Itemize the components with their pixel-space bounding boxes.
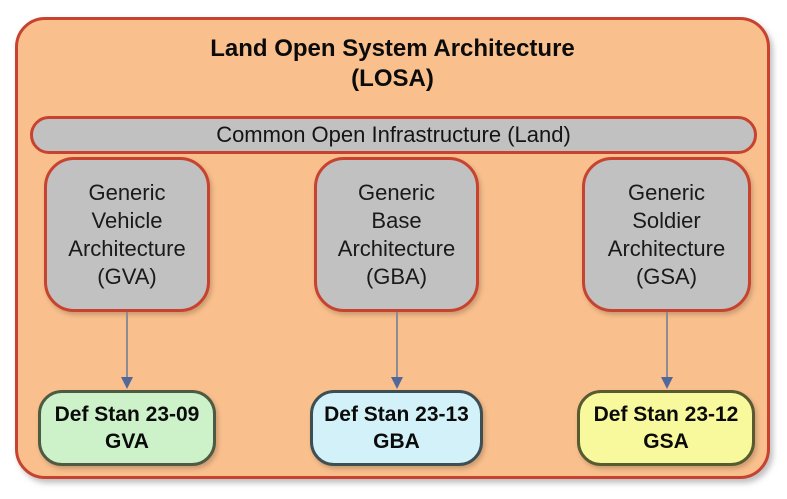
- gba-down-arrow-icon: [390, 312, 404, 389]
- gva-line-4: (GVA): [97, 263, 157, 289]
- def-stan-gba-line2: GBA: [373, 430, 420, 453]
- gva-line-2: Vehicle: [91, 207, 163, 233]
- gva-line-3: Architecture: [68, 235, 186, 261]
- diagram-title-line1: Land Open System Architecture: [210, 35, 575, 62]
- def-stan-gva-line1: Def Stan 23-09: [54, 403, 200, 426]
- def-stan-23-12-gsa-box: Def Stan 23-12 GSA: [577, 390, 755, 466]
- diagram-title-line2: (LOSA): [351, 65, 434, 92]
- gba-line-2: Base: [371, 207, 422, 233]
- generic-soldier-architecture-box: Generic Soldier Architecture (GSA): [582, 157, 751, 312]
- gva-arrow-head: [121, 377, 133, 389]
- gva-line-1: Generic: [88, 179, 166, 205]
- generic-vehicle-architecture-box: Generic Vehicle Architecture (GVA): [44, 157, 210, 312]
- losa-container: Land Open System Architecture (LOSA) Com…: [15, 17, 770, 479]
- gsa-line-1: Generic: [627, 179, 706, 205]
- def-stan-23-09-gva-box: Def Stan 23-09 GVA: [38, 390, 216, 466]
- def-stan-gba-line1: Def Stan 23-13: [324, 403, 469, 426]
- diagram-title: Land Open System Architecture (LOSA): [18, 34, 767, 94]
- gba-arrow-shaft: [396, 312, 398, 378]
- def-stan-gsa-line2: GSA: [643, 430, 689, 453]
- gva-down-arrow-icon: [120, 312, 134, 389]
- common-open-infrastructure-bar: Common Open Infrastructure (Land): [30, 116, 757, 154]
- gsa-arrow-shaft: [666, 312, 668, 378]
- gva-arrow-shaft: [126, 312, 128, 378]
- gsa-arrow-head: [661, 377, 673, 389]
- gba-line-1: Generic: [357, 179, 436, 205]
- gba-line-4: (GBA): [365, 263, 428, 289]
- def-stan-gva-line2: GVA: [105, 430, 149, 453]
- gsa-line-4: (GSA): [635, 263, 698, 289]
- common-open-infrastructure-label: Common Open Infrastructure (Land): [216, 122, 571, 147]
- gba-arrow-head: [391, 377, 403, 389]
- generic-base-architecture-box: Generic Base Architecture (GBA): [314, 157, 479, 312]
- def-stan-gsa-line1: Def Stan 23-12: [593, 403, 739, 426]
- gba-line-3: Architecture: [337, 235, 456, 261]
- gsa-line-3: Architecture: [607, 235, 726, 261]
- gsa-line-2: Soldier: [632, 207, 701, 233]
- gsa-down-arrow-icon: [660, 312, 674, 389]
- def-stan-23-13-gba-box: Def Stan 23-13 GBA: [310, 390, 483, 466]
